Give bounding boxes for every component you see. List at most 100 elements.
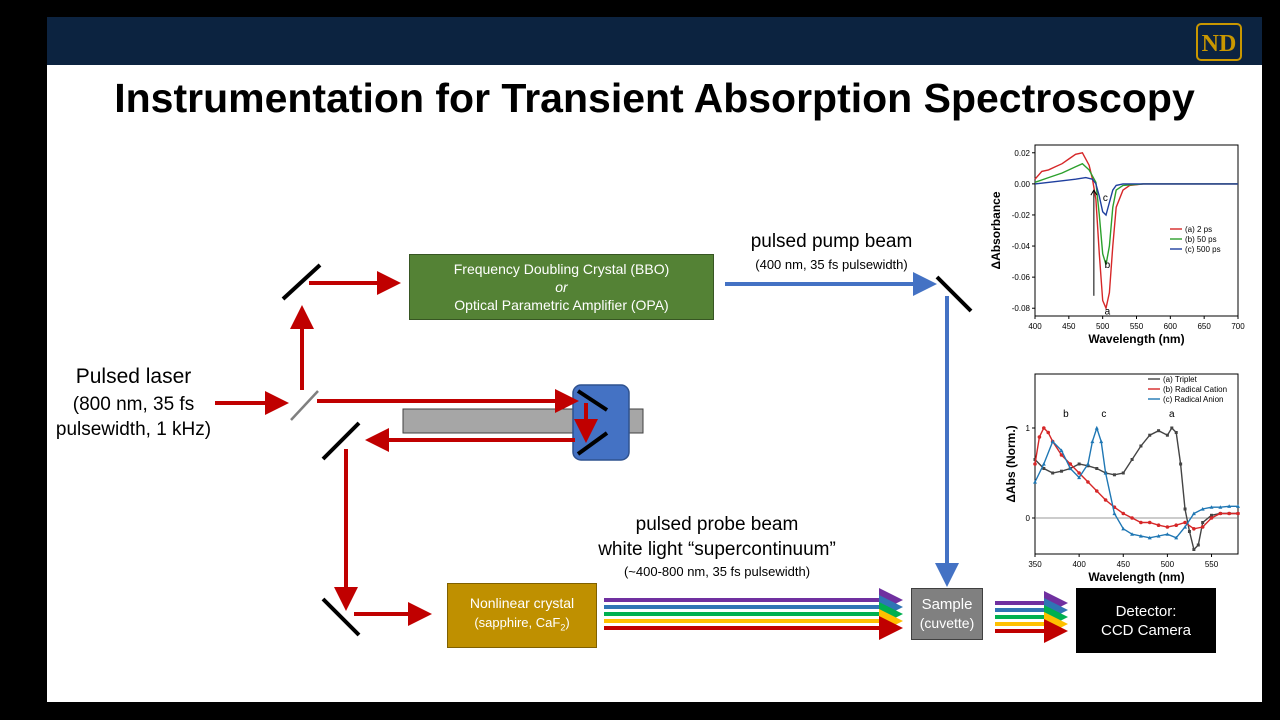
y-tick-label: 0.02 <box>1014 149 1030 158</box>
data-point <box>1130 532 1135 536</box>
x-tick-label: 400 <box>1072 560 1086 569</box>
x-tick-label: 450 <box>1117 560 1131 569</box>
nonlinear-crystal-box: Nonlinear crystal (sapphire, CaF2) <box>447 583 597 648</box>
data-point <box>1218 511 1223 516</box>
detector-box: Detector: CCD Camera <box>1076 588 1216 653</box>
data-point <box>1192 548 1196 551</box>
annotation-label: c <box>1103 193 1108 204</box>
data-point <box>1183 525 1188 529</box>
data-point <box>1236 504 1240 508</box>
data-point <box>1103 498 1108 502</box>
data-point <box>1090 439 1095 444</box>
data-point <box>1179 462 1183 466</box>
data-point <box>1139 444 1143 448</box>
data-point <box>1121 511 1126 516</box>
data-point <box>1068 462 1073 466</box>
data-point <box>1139 520 1143 525</box>
crystal-line-2: (sapphire, CaF2) <box>474 614 570 633</box>
x-tick-label: 700 <box>1231 322 1245 331</box>
data-point <box>1077 462 1081 466</box>
y-axis-label: ΔAbsorbance <box>989 191 1003 269</box>
data-point <box>1042 467 1046 470</box>
legend-label: (b) Radical Cation <box>1163 385 1227 394</box>
legend-label: (a) Triplet <box>1163 375 1198 384</box>
data-point <box>1209 505 1214 509</box>
sample-box: Sample (cuvette) <box>911 588 983 640</box>
opa-line-3: Optical Parametric Amplifier (OPA) <box>454 297 669 313</box>
svg-text:ND: ND <box>1202 31 1237 57</box>
x-tick-label: 400 <box>1028 322 1042 331</box>
retro-mirror-bottom <box>576 431 609 456</box>
y-tick-label: -0.04 <box>1012 242 1031 251</box>
mirror-upper-left <box>281 263 322 301</box>
data-point <box>1227 511 1231 516</box>
data-point <box>1209 516 1214 520</box>
annotation-label: c <box>1101 409 1106 420</box>
data-point <box>1050 439 1055 444</box>
data-point <box>1103 471 1108 475</box>
beam-splitter <box>290 390 319 421</box>
y-tick-label: 1 <box>1026 424 1031 433</box>
data-point <box>1147 535 1152 540</box>
y-tick-label: -0.06 <box>1012 273 1031 282</box>
legend-label: (b) 50 ps <box>1185 235 1217 244</box>
laser-label: Pulsed laser <box>75 365 192 388</box>
y-tick-label: -0.02 <box>1012 211 1031 220</box>
data-point <box>1187 530 1191 533</box>
data-point <box>1033 462 1037 466</box>
data-point <box>1174 535 1179 540</box>
opa-line-1: Frequency Doubling Crystal (BBO) <box>453 261 670 277</box>
data-point <box>1156 534 1161 538</box>
probe-beam-spec: (~400-800 nm, 35 fs pulsewidth) <box>623 564 811 579</box>
x-axis-label: Wavelength (nm) <box>1088 332 1184 346</box>
data-point <box>1183 507 1187 511</box>
data-point <box>1156 523 1161 527</box>
probe-beam-label: pulsed probe beam <box>635 514 799 535</box>
data-point <box>1201 521 1205 524</box>
data-point <box>1095 467 1099 470</box>
data-point <box>1192 527 1196 531</box>
transmitted-probe-beam <box>995 591 1068 643</box>
data-point <box>1130 458 1134 461</box>
data-point <box>1165 433 1169 437</box>
x-axis-label: Wavelength (nm) <box>1088 570 1184 584</box>
data-point <box>1121 471 1125 475</box>
fundamental-beam <box>215 271 598 626</box>
data-point <box>1037 435 1042 439</box>
data-point <box>1085 462 1090 466</box>
data-point <box>1200 525 1205 529</box>
probe-beam-supercontinuum <box>604 588 903 640</box>
data-point <box>1138 534 1143 538</box>
data-point <box>1051 471 1055 475</box>
data-point <box>1086 464 1090 468</box>
data-point <box>1210 513 1214 517</box>
data-point <box>1077 475 1082 480</box>
data-point <box>1183 520 1187 525</box>
mirror-lower-left <box>321 597 361 637</box>
y-tick-label: -0.08 <box>1012 304 1031 313</box>
y-tick-label: 0.00 <box>1014 180 1030 189</box>
x-tick-label: 500 <box>1096 322 1110 331</box>
x-tick-label: 450 <box>1062 322 1076 331</box>
annotation-label: a <box>1169 409 1175 420</box>
annotation-label: a <box>1105 306 1111 317</box>
legend-label: (c) 500 ps <box>1185 245 1221 254</box>
crystal-line-1: Nonlinear crystal <box>469 594 575 611</box>
mirror-pump <box>935 275 973 313</box>
laser-spec-1: (800 nm, 35 fs <box>72 394 195 415</box>
data-point <box>1077 471 1081 475</box>
data-point <box>1174 431 1178 434</box>
plot-frame <box>1034 144 1239 317</box>
pump-beam <box>725 272 959 587</box>
data-point <box>1041 462 1046 466</box>
data-point <box>1227 504 1232 508</box>
x-tick-label: 650 <box>1197 322 1211 331</box>
sample-line-1: Sample <box>921 596 973 613</box>
data-point <box>1042 426 1046 430</box>
series-line <box>1034 162 1238 265</box>
data-point <box>1218 505 1223 509</box>
data-point <box>1059 448 1064 453</box>
